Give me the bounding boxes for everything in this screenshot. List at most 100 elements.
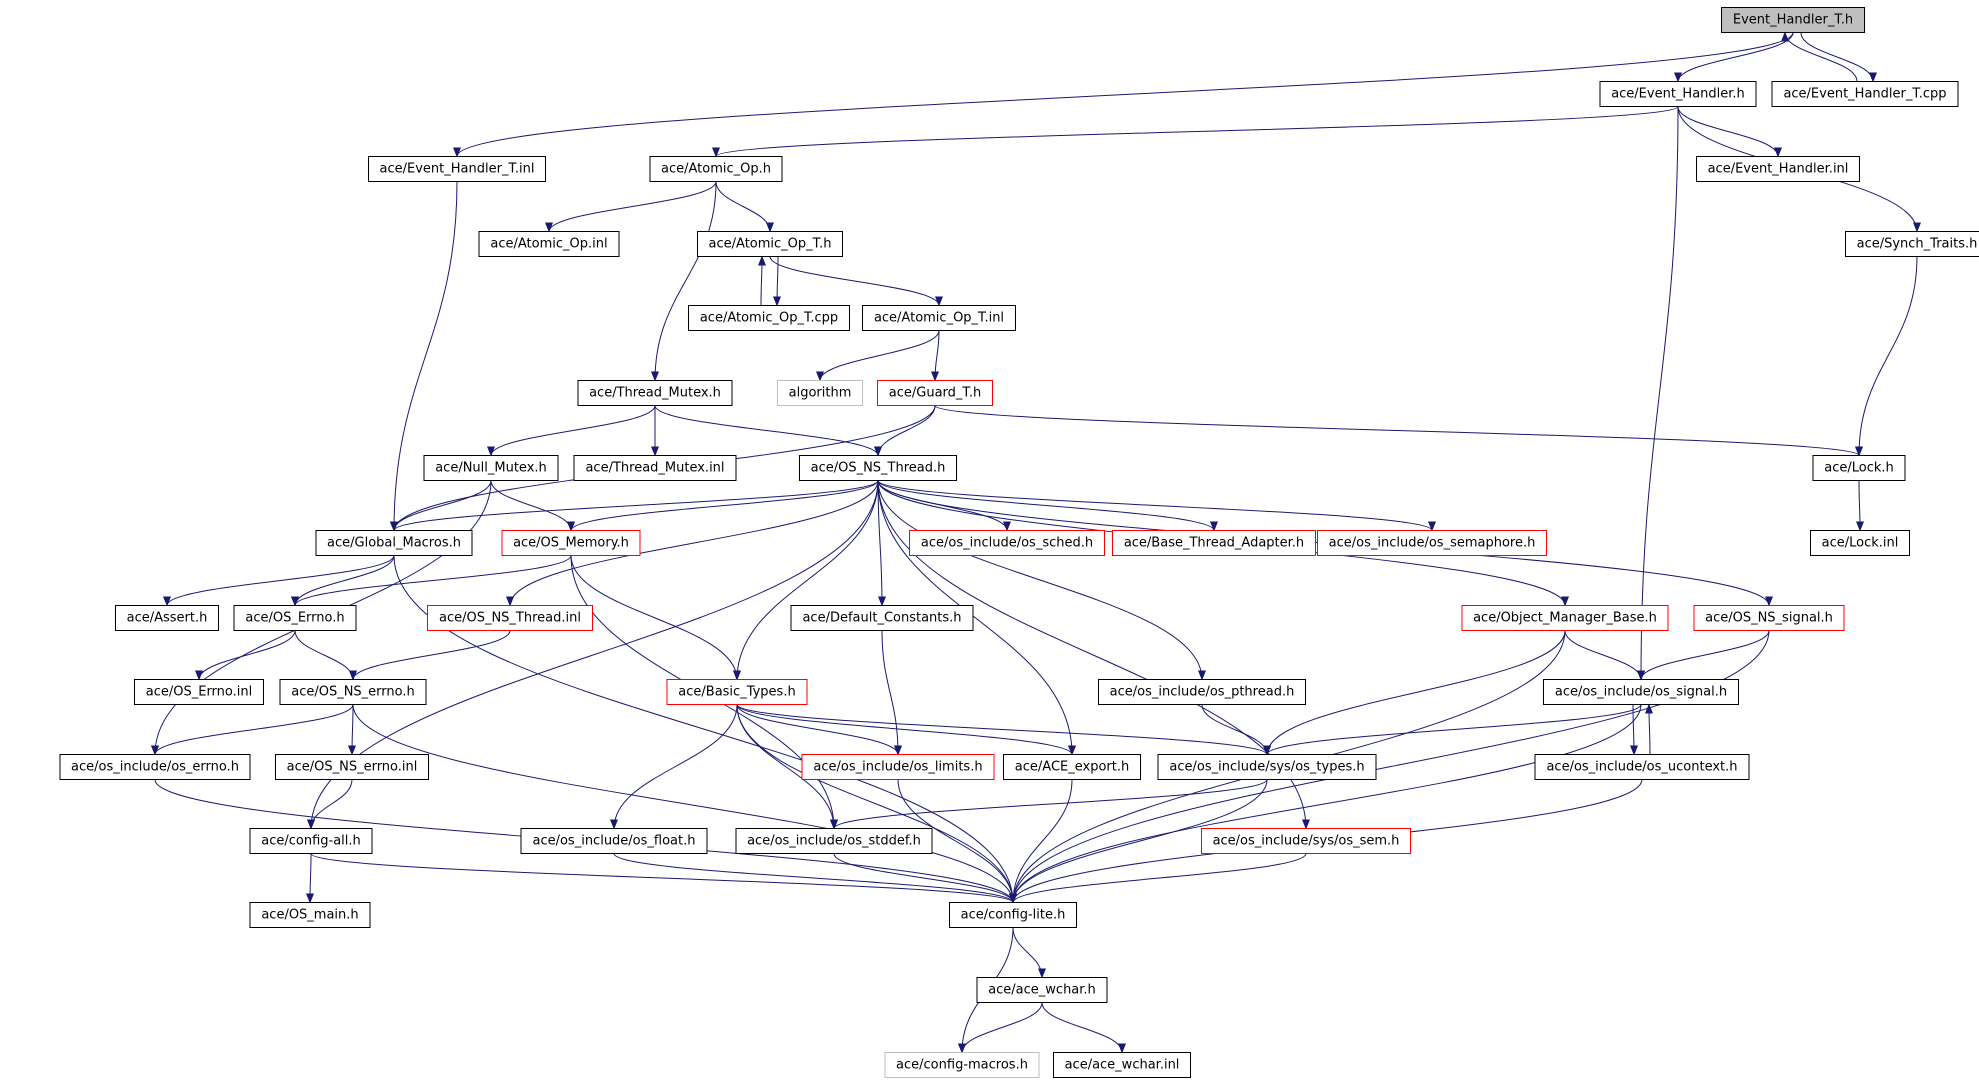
node-label: ace/Thread_Mutex.inl: [585, 461, 724, 476]
node-ace-config-macros-h[interactable]: ace/config-macros.h: [884, 1052, 1040, 1078]
edge-os-stddef-to-config-lite: [833, 853, 1017, 904]
node-label: ace/ace_wchar.inl: [1065, 1058, 1180, 1073]
node-label: ace/OS_Memory.h: [513, 536, 629, 551]
edge-eht-cpp-to-root: [1781, 31, 1858, 82]
node-box: [649, 156, 783, 182]
node-ace-os-errno-h[interactable]: ace/OS_Errno.h: [233, 605, 357, 631]
node-label: ace/Basic_Types.h: [678, 685, 795, 700]
node-ace-os-include-os-pthread-h[interactable]: ace/os_include/os_pthread.h: [1098, 679, 1306, 705]
node-ace-os-ns-thread-inl[interactable]: ace/OS_NS_Thread.inl: [427, 605, 593, 631]
node-ace-null-mutex-h[interactable]: ace/Null_Mutex.h: [423, 455, 559, 481]
node-ace-event-handler-t-cpp[interactable]: ace/Event_Handler_T.cpp: [1771, 81, 1959, 107]
node-ace-assert-h[interactable]: ace/Assert.h: [115, 605, 219, 631]
node-label: ace/config-lite.h: [961, 908, 1066, 923]
node-label: ace/os_include/os_float.h: [532, 834, 695, 849]
node-ace-os-include-sys-os-types-h[interactable]: ace/os_include/sys/os_types.h: [1157, 754, 1377, 780]
edge-os-ns-errno-to-os-inc-errno: [151, 704, 354, 756]
node-ace-guard-t-h[interactable]: ace/Guard_T.h: [877, 380, 993, 406]
node-box: [1317, 530, 1547, 556]
node-ace-default-constants-h[interactable]: ace/Default_Constants.h: [790, 605, 974, 631]
node-ace-global-macros-h[interactable]: ace/Global_Macros.h: [315, 530, 473, 556]
node-ace-atomic-op-inl[interactable]: ace/Atomic_Op.inl: [478, 231, 620, 257]
node-box: [862, 305, 1016, 331]
edge-global-macros-to-os-errno: [291, 555, 395, 607]
edge-os-ns-signal-to-os-signal: [1637, 630, 1770, 681]
node-ace-ace-export-h[interactable]: ace/ACE_export.h: [1003, 754, 1141, 780]
node-label: ace/Lock.h: [1824, 461, 1894, 476]
node-ace-base-thread-adapter-h[interactable]: ace/Base_Thread_Adapter.h: [1112, 530, 1316, 556]
node-ace-atomic-op-t-h[interactable]: ace/Atomic_Op_T.h: [697, 231, 843, 257]
node-ace-os-memory-h[interactable]: ace/OS_Memory.h: [501, 530, 641, 556]
node-event-handler-t-h[interactable]: Event_Handler_T.h: [1721, 7, 1865, 33]
edge-os-signal-to-config-lite: [1009, 704, 1642, 904]
node-box: [1053, 1052, 1191, 1078]
node-box: [909, 530, 1105, 556]
node-ace-os-include-os-limits-h[interactable]: ace/os_include/os_limits.h: [801, 754, 995, 780]
node-label: ace/Event_Handler.inl: [1708, 162, 1849, 177]
node-box: [1599, 81, 1757, 107]
edge-os-memory-to-os-errno: [291, 555, 572, 607]
node-box: [1003, 754, 1141, 780]
node-ace-os-ns-signal-h[interactable]: ace/OS_NS_signal.h: [1693, 605, 1845, 631]
node-ace-os-ns-thread-h[interactable]: ace/OS_NS_Thread.h: [799, 455, 957, 481]
node-box: [1693, 605, 1845, 631]
node-box: [1845, 231, 1979, 257]
node-ace-synch-traits-h[interactable]: ace/Synch_Traits.h: [1845, 231, 1979, 257]
edge-os-ns-thread-to-basic-types: [733, 480, 879, 681]
node-ace-ace-wchar-h[interactable]: ace/ace_wchar.h: [976, 977, 1108, 1003]
node-ace-atomic-op-t-inl[interactable]: ace/Atomic_Op_T.inl: [862, 305, 1016, 331]
node-ace-os-include-os-float-h[interactable]: ace/os_include/os_float.h: [520, 828, 708, 854]
node-ace-os-ns-errno-inl[interactable]: ace/OS_NS_errno.inl: [275, 754, 429, 780]
node-ace-os-include-os-stddef-h[interactable]: ace/os_include/os_stddef.h: [735, 828, 933, 854]
node-box: [1543, 679, 1739, 705]
node-ace-config-lite-h[interactable]: ace/config-lite.h: [949, 902, 1077, 928]
node-label: ace/OS_NS_errno.inl: [287, 760, 418, 775]
node-box: [279, 679, 427, 705]
node-box: [688, 305, 850, 331]
node-box: [735, 828, 933, 854]
node-label: ace/OS_NS_Thread.inl: [439, 611, 581, 626]
node-ace-event-handler-h[interactable]: ace/Event_Handler.h: [1599, 81, 1757, 107]
node-label: ace/Atomic_Op_T.h: [709, 237, 832, 252]
node-box: [790, 605, 974, 631]
node-ace-os-errno-inl[interactable]: ace/OS_Errno.inl: [134, 679, 264, 705]
node-ace-object-manager-base-h[interactable]: ace/Object_Manager_Base.h: [1461, 605, 1669, 631]
node-box: [1696, 156, 1860, 182]
node-label: ace/Thread_Mutex.h: [589, 386, 721, 401]
node-ace-os-include-os-ucontext-h[interactable]: ace/os_include/os_ucontext.h: [1534, 754, 1750, 780]
node-label: ace/os_include/os_signal.h: [1555, 685, 1727, 700]
node-ace-config-all-h[interactable]: ace/config-all.h: [249, 828, 373, 854]
node-ace-atomic-op-h[interactable]: ace/Atomic_Op.h: [649, 156, 783, 182]
node-algorithm[interactable]: algorithm: [777, 380, 863, 406]
edge-root-to-eht-cpp: [1800, 32, 1877, 83]
node-ace-event-handler-t-inl[interactable]: ace/Event_Handler_T.inl: [368, 156, 546, 182]
node-ace-atomic-op-t-cpp[interactable]: ace/Atomic_Op_T.cpp: [688, 305, 850, 331]
node-label: ace/Null_Mutex.h: [435, 461, 547, 476]
node-ace-basic-types-h[interactable]: ace/Basic_Types.h: [666, 679, 808, 705]
node-ace-lock-h[interactable]: ace/Lock.h: [1812, 455, 1906, 481]
node-ace-thread-mutex-inl[interactable]: ace/Thread_Mutex.inl: [573, 455, 737, 481]
node-ace-thread-mutex-h[interactable]: ace/Thread_Mutex.h: [577, 380, 733, 406]
node-label: ace/OS_NS_errno.h: [291, 685, 415, 700]
node-ace-os-ns-errno-h[interactable]: ace/OS_NS_errno.h: [279, 679, 427, 705]
node-box: [501, 530, 641, 556]
node-ace-ace-wchar-inl[interactable]: ace/ace_wchar.inl: [1053, 1052, 1191, 1078]
node-box: [697, 231, 843, 257]
node-ace-event-handler-inl[interactable]: ace/Event_Handler.inl: [1696, 156, 1860, 182]
node-ace-lock-inl[interactable]: ace/Lock.inl: [1810, 530, 1910, 556]
edge-default-constants-to-os-limits: [881, 630, 902, 756]
node-ace-os-include-os-errno-h[interactable]: ace/os_include/os_errno.h: [59, 754, 251, 780]
node-ace-os-include-os-sched-h[interactable]: ace/os_include/os_sched.h: [909, 530, 1105, 556]
node-box: [1534, 754, 1750, 780]
node-ace-os-include-os-signal-h[interactable]: ace/os_include/os_signal.h: [1543, 679, 1739, 705]
node-ace-os-include-os-semaphore-h[interactable]: ace/os_include/os_semaphore.h: [1317, 530, 1547, 556]
node-box: [1812, 455, 1906, 481]
node-ace-os-include-sys-os-sem-h[interactable]: ace/os_include/sys/os_sem.h: [1201, 828, 1411, 854]
node-label: ace/ACE_export.h: [1015, 760, 1129, 775]
edge-root-to-eht-inl: [453, 32, 1794, 158]
node-ace-os-main-h[interactable]: ace/OS_main.h: [249, 902, 371, 928]
node-label: ace/Global_Macros.h: [327, 536, 461, 551]
edge-os-ns-thread-to-ace-export: [877, 480, 1076, 756]
node-label: ace/OS_NS_signal.h: [1705, 611, 1833, 626]
